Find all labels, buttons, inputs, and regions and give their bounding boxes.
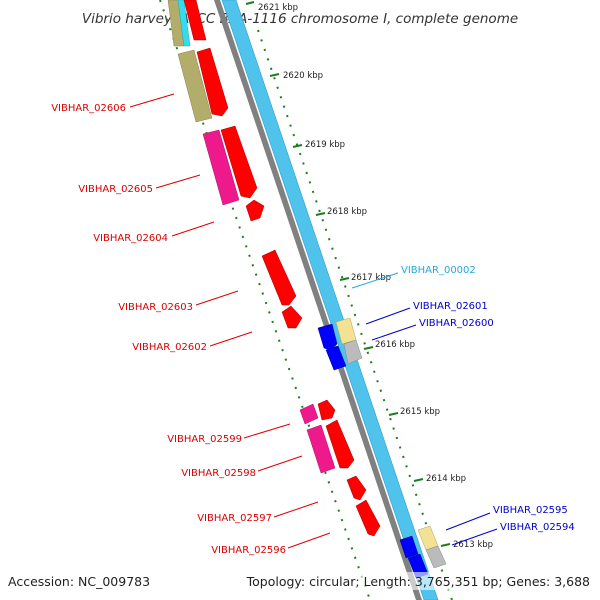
gene-vibhar-02605[interactable] — [202, 129, 240, 206]
leader-line — [351, 272, 399, 289]
leader-line — [155, 174, 201, 189]
gene-label-vibhar-00002[interactable]: VIBHAR_00002 — [401, 265, 476, 276]
gene-label-vibhar-02602[interactable]: VIBHAR_02602 — [132, 342, 207, 353]
footer-topology-bg — [258, 572, 594, 590]
gene-vibhar-02604[interactable] — [245, 199, 265, 222]
track-guide-outer-right — [257, 29, 453, 600]
gene-label-vibhar-02598[interactable]: VIBHAR_02598 — [181, 468, 256, 479]
gene-red-top[interactable] — [183, 0, 207, 41]
leader-line — [273, 501, 319, 518]
kbp-tick-mark — [388, 412, 399, 416]
kbp-label: 2618 kbp — [327, 207, 367, 217]
gene-vibhar-02598[interactable] — [306, 424, 336, 474]
kbp-label: 2619 kbp — [305, 140, 345, 150]
leader-line — [195, 290, 239, 306]
gene-vibhar-02595[interactable] — [399, 535, 419, 559]
gene-vibhar-02600[interactable] — [325, 345, 347, 371]
gene-label-vibhar-02594[interactable]: VIBHAR_02594 — [500, 522, 575, 533]
gene-label-vibhar-02596[interactable]: VIBHAR_02596 — [211, 545, 286, 556]
gene-label-vibhar-02606[interactable]: VIBHAR_02606 — [51, 103, 126, 114]
kbp-label: 2613 kbp — [453, 540, 493, 550]
leader-line — [243, 423, 291, 439]
map-title: Vibrio harveyi ATCC BAA-1116 chromosome … — [82, 11, 518, 27]
gene-label-vibhar-02604[interactable]: VIBHAR_02604 — [93, 233, 168, 244]
kbp-label: 2620 kbp — [283, 71, 323, 81]
leader-line — [445, 512, 491, 531]
leader-line — [287, 532, 331, 549]
leader-line — [257, 455, 303, 472]
kbp-label: 2616 kbp — [375, 340, 415, 350]
gene-label-vibhar-02597[interactable]: VIBHAR_02597 — [197, 513, 272, 524]
genes-right-track — [317, 317, 447, 579]
kbp-tick-mark — [413, 478, 424, 482]
kbp-scale: 2621 kbp 2620 kbp 2619 kbp 2618 kbp 2617… — [245, 1, 493, 550]
leader-line — [171, 221, 215, 237]
gene-red-02606b[interactable] — [196, 47, 229, 117]
backbone-blue-band — [221, 0, 439, 600]
leader-line — [365, 307, 411, 325]
leader-line — [451, 528, 498, 546]
kbp-tick-mark — [269, 73, 280, 77]
kbp-tick-mark — [245, 1, 255, 5]
gene-vibhar-02597[interactable] — [346, 475, 367, 501]
kbp-tick-mark — [440, 543, 451, 547]
kbp-label: 2614 kbp — [426, 474, 466, 484]
gene-red-02605b[interactable] — [220, 125, 258, 199]
gene-red-02599b[interactable] — [317, 399, 336, 421]
gene-vibhar-02606[interactable] — [177, 49, 213, 123]
gene-label-vibhar-02605[interactable]: VIBHAR_02605 — [78, 184, 153, 195]
gene-label-vibhar-02603[interactable]: VIBHAR_02603 — [118, 302, 193, 313]
kbp-label: 2621 kbp — [258, 3, 298, 13]
gene-vibhar-02596[interactable] — [355, 499, 381, 537]
kbp-tick-mark — [292, 144, 303, 148]
gene-labels-left: VIBHAR_02606 VIBHAR_02605 VIBHAR_02604 V… — [51, 93, 331, 556]
gene-label-vibhar-02601[interactable]: VIBHAR_02601 — [413, 301, 488, 312]
track-guides — [159, 0, 453, 600]
kbp-label: 2617 kbp — [351, 273, 391, 283]
backbone-gray-band — [214, 0, 422, 600]
kbp-label: 2615 kbp — [400, 407, 440, 417]
gene-vibhar-02600-gray[interactable] — [343, 339, 363, 365]
gene-label-vibhar-02600[interactable]: VIBHAR_02600 — [419, 318, 494, 329]
gene-vibhar-02603[interactable] — [261, 249, 297, 306]
gene-vibhar-02594-gray[interactable] — [425, 545, 447, 569]
gene-labels-right: VIBHAR_00002 VIBHAR_02601 VIBHAR_02600 V… — [351, 265, 575, 546]
gene-label-vibhar-02595[interactable]: VIBHAR_02595 — [493, 505, 568, 516]
leader-line — [371, 324, 417, 341]
kbp-tick-mark — [315, 212, 326, 216]
genes-left-track — [167, 0, 381, 537]
gene-red-02598b[interactable] — [325, 419, 355, 469]
kbp-tick-mark — [339, 277, 350, 281]
footer-topology: Topology: circular; Length: 3,765,351 bp… — [246, 574, 590, 589]
gene-vibhar-02595-yellow[interactable] — [417, 525, 439, 551]
footer-accession-bg — [6, 572, 146, 590]
kbp-tick-mark — [363, 346, 374, 350]
leader-line — [129, 93, 175, 108]
chromosome-backbone — [214, 0, 439, 600]
gene-vibhar-02602[interactable] — [281, 305, 303, 329]
gene-label-vibhar-02599[interactable]: VIBHAR_02599 — [167, 434, 242, 445]
gene-vibhar-02601[interactable] — [317, 323, 338, 351]
gene-cyan-top[interactable] — [177, 0, 191, 47]
footer-accession: Accession: NC_009783 — [8, 574, 150, 589]
leader-line — [209, 331, 253, 347]
gene-vibhar-02599[interactable] — [299, 403, 319, 425]
